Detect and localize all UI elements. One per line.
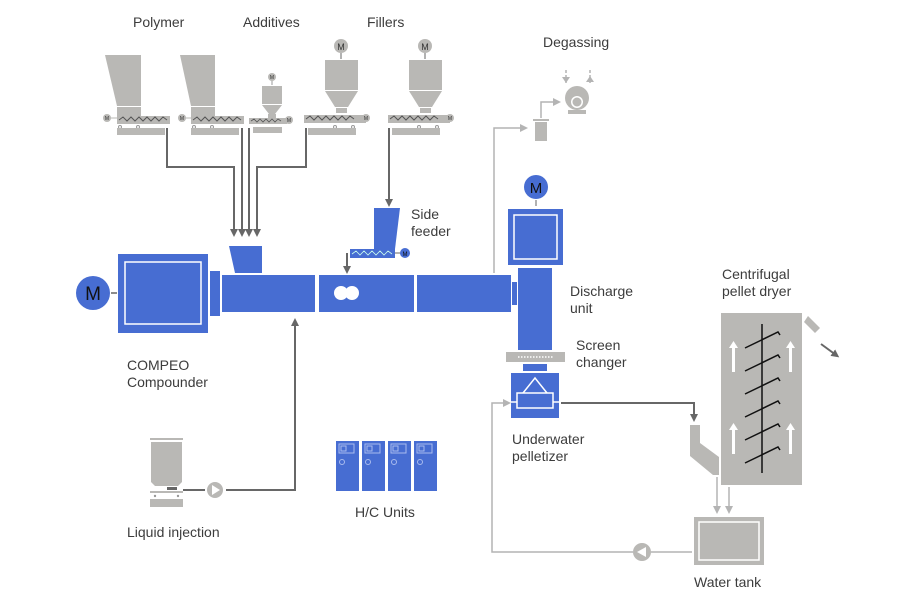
motor-icon bbox=[178, 114, 186, 122]
label-hc-units: H/C Units bbox=[355, 504, 415, 520]
label-screen-line-2: changer bbox=[576, 354, 627, 370]
discharge-unit: M bbox=[508, 175, 563, 350]
label-discharge-line-2: unit bbox=[570, 300, 593, 316]
motor-icon bbox=[418, 39, 432, 53]
motor-icon bbox=[446, 114, 454, 122]
barrel-section-2 bbox=[319, 275, 414, 312]
motor-icon bbox=[103, 114, 111, 122]
svg-text:M: M bbox=[337, 42, 345, 52]
svg-text:M: M bbox=[287, 118, 291, 124]
hc-units bbox=[336, 441, 437, 491]
motor-icon bbox=[400, 248, 410, 258]
underwater-pelletizer bbox=[511, 373, 559, 418]
label-side-feeder-line-1: Side bbox=[411, 206, 440, 222]
water-tank bbox=[694, 517, 764, 565]
hc-unit bbox=[388, 441, 411, 491]
slurry-line bbox=[561, 402, 698, 422]
label-degassing: Degassing bbox=[543, 34, 610, 50]
water-return-lines bbox=[713, 477, 733, 514]
polymer-feeder-2: M bbox=[178, 55, 244, 135]
fillers-feeder-1: M M bbox=[304, 39, 370, 135]
svg-text:M: M bbox=[403, 252, 408, 258]
feed-lines bbox=[166, 128, 393, 491]
liquid-injection-tank bbox=[150, 438, 205, 507]
label-compounder: COMPEO Compounder bbox=[127, 357, 208, 391]
label-discharge-unit: Discharge unit bbox=[570, 283, 633, 317]
label-discharge-line-1: Discharge bbox=[570, 283, 634, 299]
main-motor-icon bbox=[76, 276, 110, 310]
centrifugal-pellet-dryer bbox=[690, 313, 840, 485]
label-fillers: Fillers bbox=[367, 14, 405, 30]
label-dryer-line-2: pellet dryer bbox=[722, 283, 792, 299]
hc-unit bbox=[362, 441, 385, 491]
label-compounder-line-1: COMPEO bbox=[127, 357, 190, 373]
barrel-section-3 bbox=[417, 275, 511, 312]
svg-text:M: M bbox=[364, 116, 368, 122]
label-pelletizer: Underwater pelletizer bbox=[512, 431, 584, 465]
motor-icon bbox=[362, 114, 370, 122]
additives-feeder: M M bbox=[249, 73, 293, 133]
main-hopper bbox=[229, 246, 262, 273]
water-pump-icon bbox=[633, 543, 651, 561]
hc-unit bbox=[336, 441, 359, 491]
barrel-section-1 bbox=[222, 275, 315, 312]
side-feeder: M bbox=[350, 208, 410, 258]
label-pelletizer-line-1: Underwater bbox=[512, 431, 585, 447]
label-screen-line-1: Screen bbox=[576, 337, 621, 353]
fillers-feeder-2: M M bbox=[388, 39, 454, 135]
motor-icon bbox=[268, 73, 276, 81]
gearbox bbox=[118, 254, 208, 333]
label-dryer: Centrifugal pellet dryer bbox=[722, 266, 791, 300]
hc-unit bbox=[414, 441, 437, 491]
label-screen-changer: Screen changer bbox=[576, 337, 627, 371]
label-side-feeder: Side feeder bbox=[411, 206, 451, 240]
label-additives: Additives bbox=[243, 14, 300, 30]
motor-icon bbox=[285, 116, 293, 124]
discharge-motor-icon bbox=[524, 175, 548, 199]
svg-text:M: M bbox=[270, 75, 274, 81]
liquid-pump-icon bbox=[207, 482, 223, 498]
water-loop bbox=[491, 399, 692, 553]
label-dryer-line-1: Centrifugal bbox=[722, 266, 790, 282]
svg-text:M: M bbox=[105, 116, 109, 122]
polymer-feeder-1: M bbox=[103, 55, 170, 135]
svg-text:M: M bbox=[180, 116, 184, 122]
label-polymer: Polymer bbox=[133, 14, 185, 30]
svg-text:M: M bbox=[530, 180, 543, 197]
label-pelletizer-line-2: pelletizer bbox=[512, 448, 569, 464]
svg-text:M: M bbox=[448, 116, 452, 122]
svg-text:M: M bbox=[85, 284, 101, 305]
label-side-feeder-line-2: feeder bbox=[411, 223, 451, 239]
motor-icon bbox=[334, 39, 348, 53]
degassing-unit bbox=[493, 70, 594, 273]
label-liquid-injection: Liquid injection bbox=[127, 524, 220, 540]
svg-text:M: M bbox=[421, 42, 429, 52]
compeo-compounder: M bbox=[76, 246, 517, 333]
label-water-tank: Water tank bbox=[694, 574, 762, 590]
label-compounder-line-2: Compounder bbox=[127, 374, 208, 390]
screen-changer bbox=[506, 352, 565, 371]
